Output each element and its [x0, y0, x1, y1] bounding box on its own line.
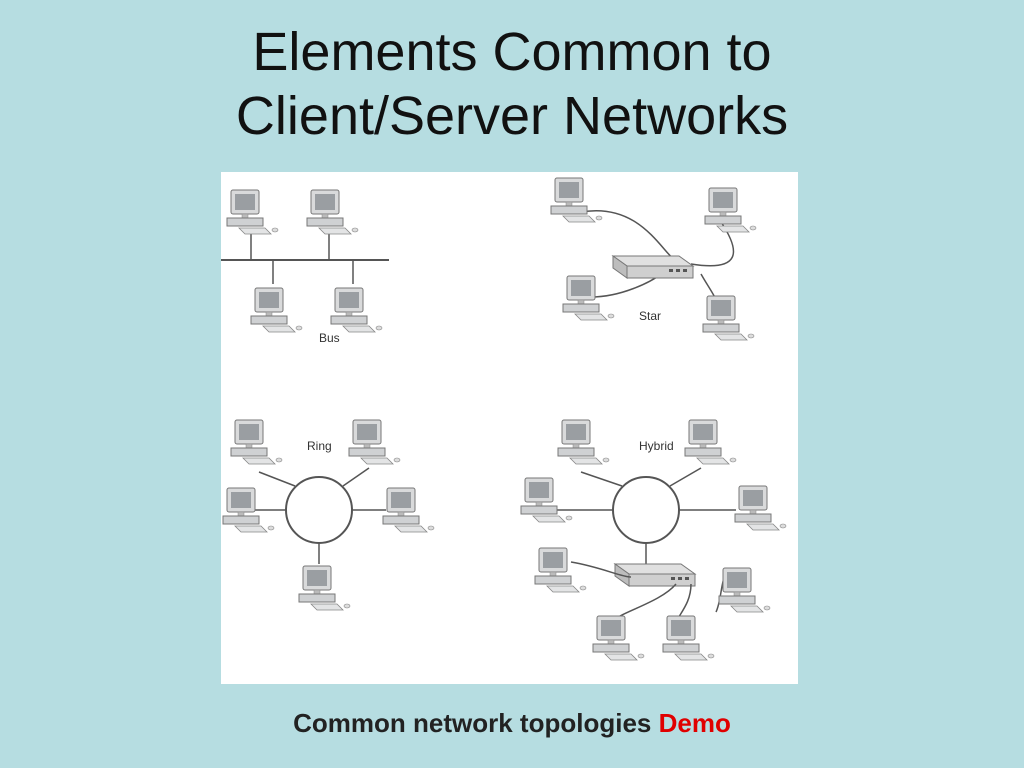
star-computer-4 [702, 295, 755, 341]
ring-computer-2 [348, 419, 401, 465]
hybrid-computer-1 [557, 419, 610, 465]
slide-caption: Common network topologies Demo [0, 708, 1024, 739]
hybrid-computer-6 [718, 567, 771, 613]
hybrid-computer-7 [592, 615, 645, 661]
star-computer-1 [550, 177, 603, 223]
caption-text: Common network topologies [293, 708, 652, 738]
hybrid-computer-2 [684, 419, 737, 465]
bus-computer-2 [306, 189, 359, 235]
hybrid-computer-3 [520, 477, 573, 523]
star-computer-2 [704, 187, 757, 233]
title-line-2: Client/Server Networks [235, 86, 789, 146]
star-label: Star [639, 309, 661, 323]
bus-computer-4 [330, 287, 383, 333]
slide-title: Elements Common to Client/Server Network… [0, 20, 1024, 148]
hybrid-label: Hybrid [639, 439, 674, 453]
hybrid-computer-8 [662, 615, 715, 661]
ring-computer-5 [298, 565, 351, 611]
ring-label: Ring [307, 439, 332, 453]
bus-computer-1 [226, 189, 279, 235]
star-hub [612, 255, 694, 279]
ring-computer-4 [382, 487, 435, 533]
hybrid-topology: Hybrid [520, 419, 787, 661]
ring-topology: Ring [222, 419, 435, 611]
topology-figure: Bus Star [221, 172, 798, 684]
topology-diagram: Bus Star [221, 177, 787, 661]
bus-label: Bus [319, 331, 340, 345]
bus-topology: Bus [221, 189, 389, 345]
hybrid-computer-4 [734, 485, 787, 531]
demo-link[interactable]: Demo [658, 708, 731, 738]
title-line-1: Elements Common to [252, 22, 772, 82]
star-topology: Star [550, 177, 757, 341]
hybrid-hub [614, 563, 696, 587]
star-computer-3 [562, 275, 615, 321]
ring-computer-1 [230, 419, 283, 465]
bus-computer-3 [250, 287, 303, 333]
hybrid-computer-5 [534, 547, 587, 593]
